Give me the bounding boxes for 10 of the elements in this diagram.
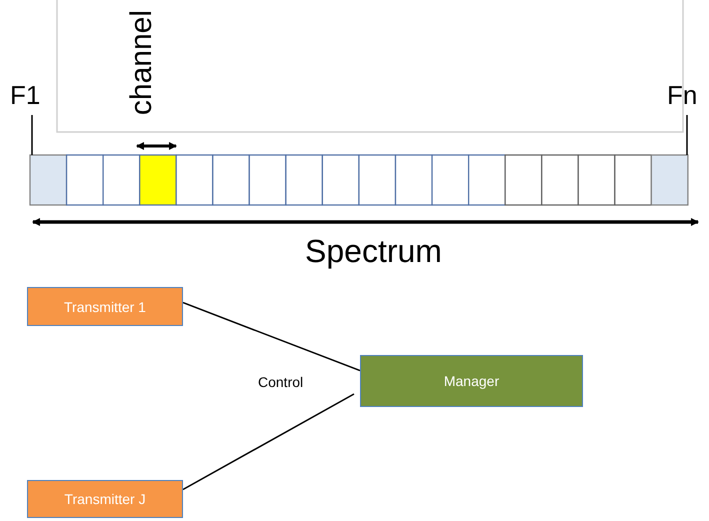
dimension-label: channel: [125, 10, 159, 116]
process-box: Transmitter 1: [27, 287, 183, 326]
process-box: Transmitter J: [27, 480, 183, 518]
connector-line: [182, 393, 354, 490]
note-text: Control: [258, 374, 304, 390]
connector-line: [182, 302, 360, 372]
boundary-label: Fn: [667, 80, 698, 111]
process-box: Manager: [360, 355, 583, 407]
axis-label: Spectrum: [305, 233, 442, 270]
boundary-label: F1: [10, 80, 40, 111]
